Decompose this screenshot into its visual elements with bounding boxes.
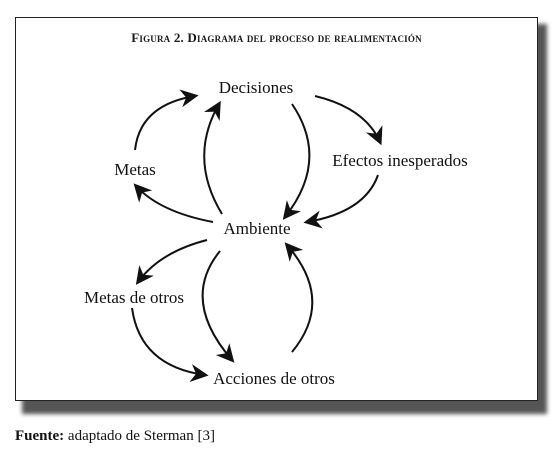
arrow-ambiente-to-decisiones xyxy=(203,100,223,215)
figure-title: Figura 2. Diagrama del proceso de realim… xyxy=(131,30,422,45)
caption-text: adaptado de Sterman [3] xyxy=(64,428,215,444)
arrow-efectos-to-ambiente xyxy=(303,174,379,229)
arrow-metas-to-decisiones xyxy=(134,89,199,151)
arrow-metas-otros-to-acciones xyxy=(131,307,209,382)
node-efectos-inesperados: Efectos inesperados xyxy=(332,151,467,170)
node-acciones-de-otros: Acciones de otros xyxy=(213,369,335,388)
arrow-acciones-to-ambiente xyxy=(284,242,314,353)
arrow-ambiente-to-metas-otros xyxy=(135,239,208,285)
arrow-ambiente-to-metas xyxy=(133,183,214,223)
caption-label: Fuente: xyxy=(15,428,65,444)
node-metas-de-otros: Metas de otros xyxy=(84,288,184,307)
node-decisiones: Decisiones xyxy=(219,78,294,97)
node-ambiente: Ambiente xyxy=(223,219,290,238)
node-metas: Metas xyxy=(114,160,156,179)
arrow-decisiones-to-ambiente xyxy=(282,103,311,220)
arrow-decisiones-to-efectos xyxy=(314,95,383,146)
arrow-ambiente-to-acciones xyxy=(201,250,235,363)
figure-caption: Fuente: adaptado de Sterman [3] xyxy=(15,428,215,445)
figure-box: Figura 2. Diagrama del proceso de realim… xyxy=(15,17,538,401)
